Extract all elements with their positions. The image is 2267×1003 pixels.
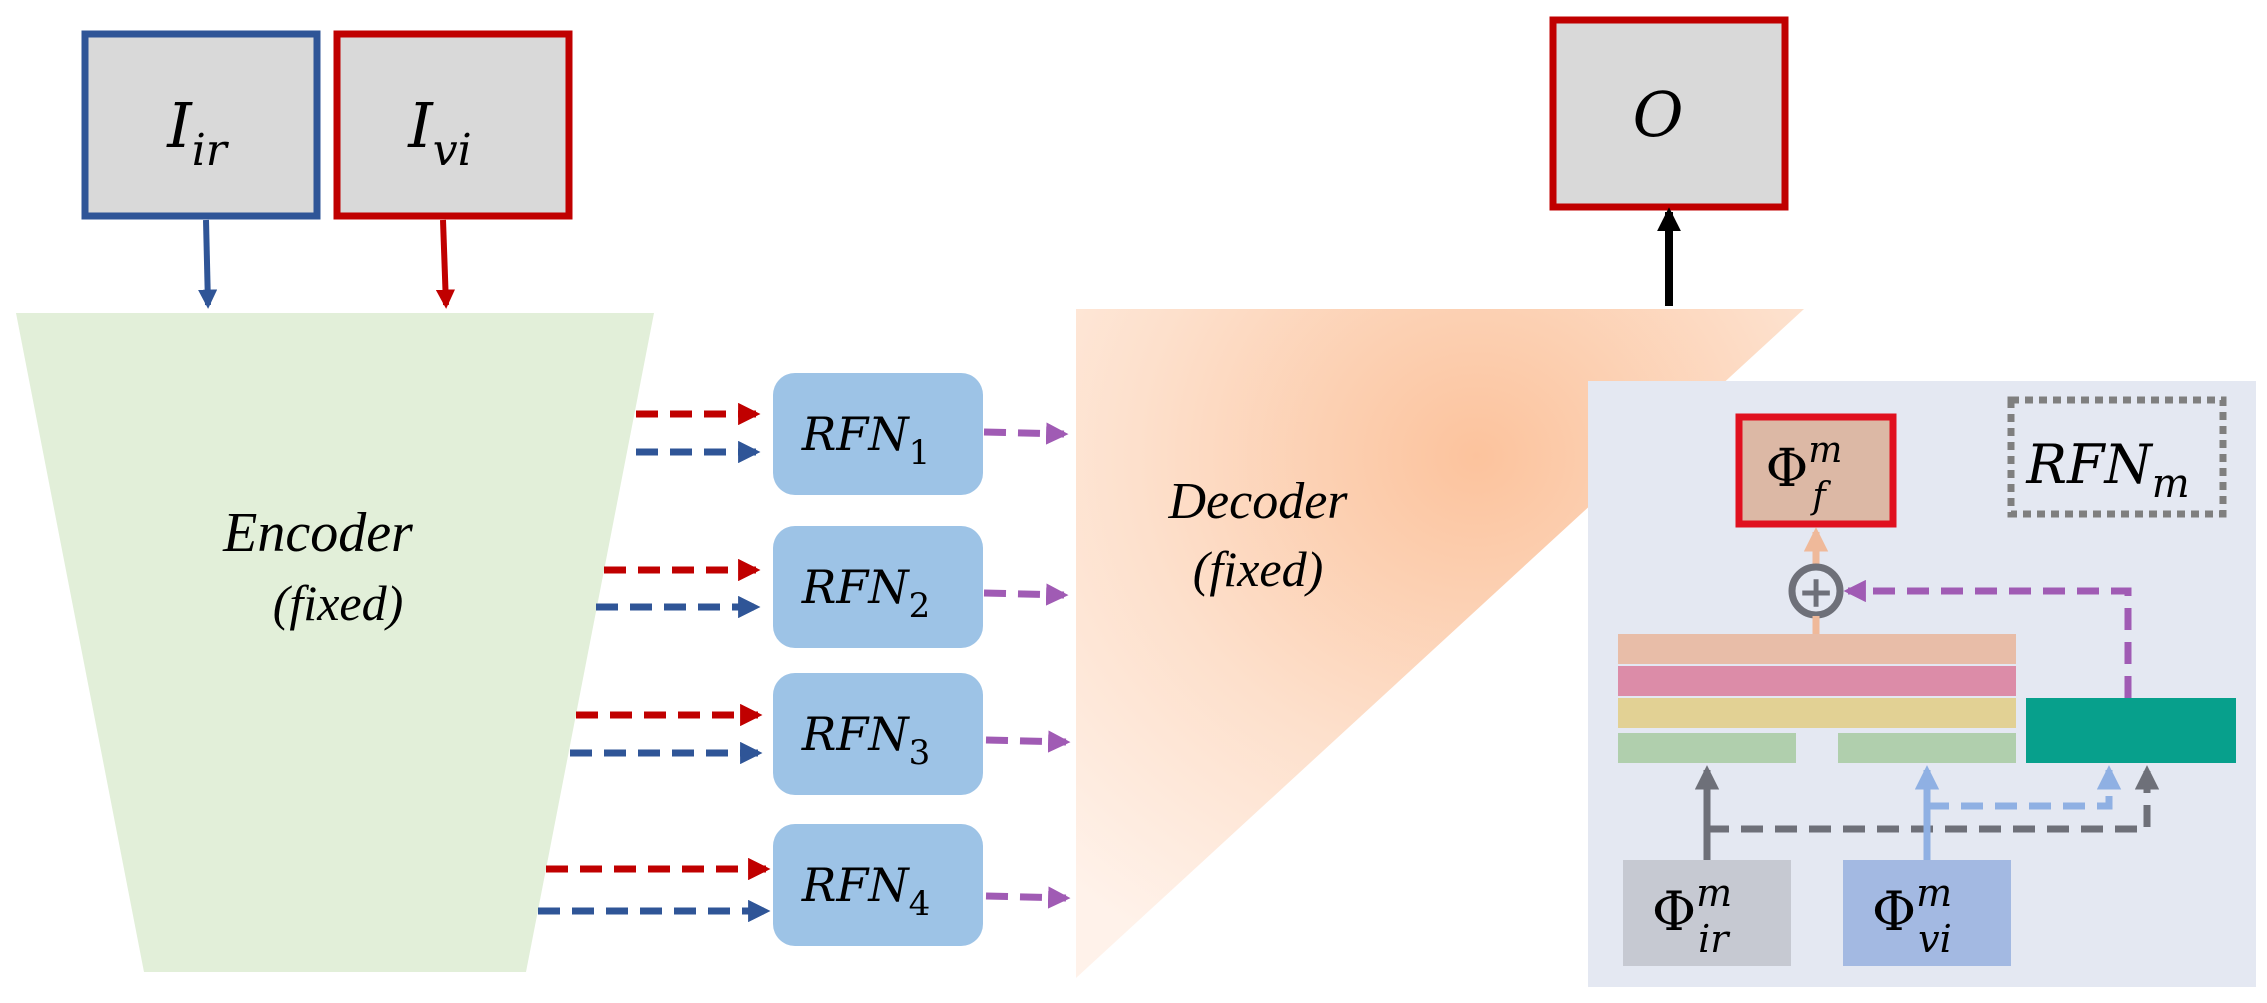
layer-pink — [1618, 666, 2016, 696]
fused-feature-arrow-1 — [983, 422, 1069, 445]
vi-to-residual-arrow — [1927, 765, 2122, 810]
input-ir-box — [81, 30, 321, 220]
input-ir-label: Iir — [166, 89, 230, 176]
fused-feature-arrow-3 — [985, 730, 1071, 753]
encoder-block — [16, 313, 654, 972]
layer-green-left — [1618, 733, 1796, 763]
encoder-label: Encoder — [222, 502, 413, 564]
rfn-block-2: RFN2 — [773, 526, 983, 648]
phi-vi-box — [1843, 860, 2011, 966]
rfn-block-4: RFN4 — [773, 824, 983, 946]
plus-symbol: + — [1798, 567, 1835, 618]
sum-node-icon — [1788, 563, 1844, 619]
rfn-m-title: RFNm — [2025, 433, 2189, 507]
residual-block — [2026, 698, 2236, 763]
svg-text:RFN1: RFN1 — [801, 407, 930, 473]
phi-ir-box — [1623, 860, 1791, 966]
svg-text:RFN4: RFN4 — [801, 858, 930, 924]
svg-text:RFN3: RFN3 — [801, 707, 930, 773]
rfn-m-title-box — [2007, 396, 2227, 518]
encoder-fixed-label: (fixed) — [273, 575, 403, 631]
output-label: O — [1633, 78, 1684, 151]
input-vi-label: Ivi — [407, 89, 471, 176]
rfn-block-1: RFN1 — [773, 373, 983, 495]
layer-green-right — [1838, 733, 2016, 763]
input-vi-box — [333, 30, 573, 220]
layer-peach — [1618, 634, 2016, 664]
decoder-label: Decoder — [1167, 473, 1348, 530]
fused-feature-arrow-2 — [983, 583, 1069, 606]
phi-f-box — [1735, 413, 1897, 528]
svg-text:RFN2: RFN2 — [801, 560, 930, 626]
output-box — [1549, 16, 1789, 211]
ir-input-arrow — [198, 219, 218, 309]
residual-arrow — [1843, 579, 2132, 698]
layer-yellow — [1618, 698, 2016, 728]
vi-input-arrow — [435, 219, 456, 309]
ir-to-residual-arrow — [1707, 765, 2160, 833]
decoder-fixed-label: (fixed) — [1193, 541, 1323, 597]
rfn-block-3: RFN3 — [773, 673, 983, 795]
fused-feature-arrow-4 — [985, 886, 1071, 909]
